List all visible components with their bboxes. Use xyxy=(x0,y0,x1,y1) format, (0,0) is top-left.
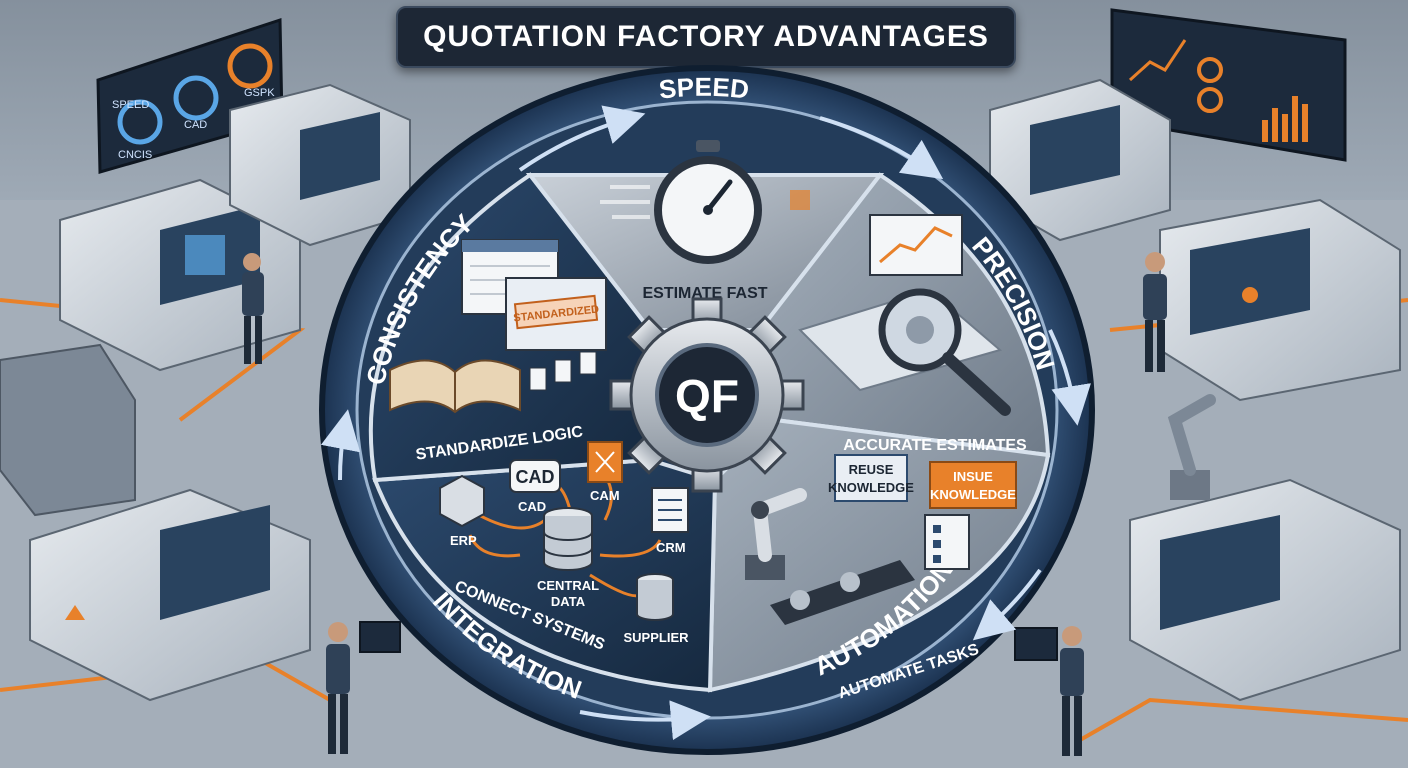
cnc-machine-left-top xyxy=(59,178,301,372)
node-label-erp: ERP xyxy=(450,533,477,548)
insue-knowledge-tag: INSUE KNOWLEDGE xyxy=(929,461,1017,509)
cycle-arrow-bottom-right xyxy=(972,568,1042,641)
monitor-label-speed: SPEED xyxy=(112,99,149,111)
conveyor-belt xyxy=(770,560,915,625)
book-icon xyxy=(389,359,521,414)
cycle-arrow-top-left xyxy=(518,105,646,172)
cycle-arrow-top-right xyxy=(819,116,944,180)
cad-box-label: CAD xyxy=(516,467,555,487)
caption-accurate-estimates: ACCURATE ESTIMATES xyxy=(843,437,1027,454)
crm-document-icon xyxy=(651,487,689,533)
robot-arm-background xyxy=(1167,394,1216,500)
monitor-label-gspk: GSPK xyxy=(244,87,275,99)
checklist-icon xyxy=(924,514,970,570)
worker-left-bottom xyxy=(326,621,401,754)
svg-text:REUSE: REUSE xyxy=(849,462,894,477)
worker-right-top xyxy=(1143,252,1167,372)
svg-text:KNOWLEDGE: KNOWLEDGE xyxy=(828,480,914,495)
cnc-machine-right-top xyxy=(989,78,1171,242)
cycle-arrow-right xyxy=(1048,329,1091,426)
metal-sheet-rack-left xyxy=(0,343,136,517)
document-stack-icons xyxy=(529,351,597,391)
center-logo-text: QF xyxy=(675,370,739,422)
cad-box-icon: CAD xyxy=(509,459,561,493)
segment-title-speed: SPEED xyxy=(657,72,750,105)
database-icon xyxy=(543,507,593,571)
title-banner: QUOTATION FACTORY ADVANTAGES xyxy=(396,6,1016,68)
caption-estimate-fast: ESTIMATE FAST xyxy=(642,285,767,302)
robot-arm-icon xyxy=(745,488,807,580)
page-title: QUOTATION FACTORY ADVANTAGES xyxy=(423,20,989,53)
reuse-knowledge-tag: REUSE KNOWLEDGE xyxy=(828,454,914,502)
node-label-cam: CAM xyxy=(590,488,620,503)
cycle-arrow-bottom xyxy=(579,700,711,741)
standardized-document: STANDARDIZED xyxy=(505,277,607,351)
monitor-label-cncis: CNCIS xyxy=(118,149,152,161)
svg-text:KNOWLEDGE: KNOWLEDGE xyxy=(930,487,1016,502)
svg-text:INSUE: INSUE xyxy=(953,469,993,484)
monitor-label-cad: CAD xyxy=(184,119,207,131)
center-gear-icon xyxy=(609,297,805,493)
laser-machine-right xyxy=(1159,198,1401,402)
node-label-data: DATA xyxy=(551,594,586,609)
worker-right-bottom xyxy=(1014,626,1084,756)
supplier-database-icon xyxy=(636,573,674,621)
stopwatch-icon xyxy=(600,140,810,264)
cam-icon xyxy=(587,441,623,483)
magnifier-icon xyxy=(878,288,1011,416)
erp-cube-icon xyxy=(439,474,485,528)
node-label-crm: CRM xyxy=(656,540,686,555)
node-label-cad: CAD xyxy=(518,499,546,514)
cnc-machine-left-bottom xyxy=(29,488,311,702)
worker-left-top xyxy=(242,253,264,364)
cnc-machine-right-bottom xyxy=(1129,478,1401,702)
node-label-supplier: SUPPLIER xyxy=(623,630,689,645)
node-label-central: CENTRAL xyxy=(537,578,599,593)
cycle-arrow-left xyxy=(320,409,361,481)
